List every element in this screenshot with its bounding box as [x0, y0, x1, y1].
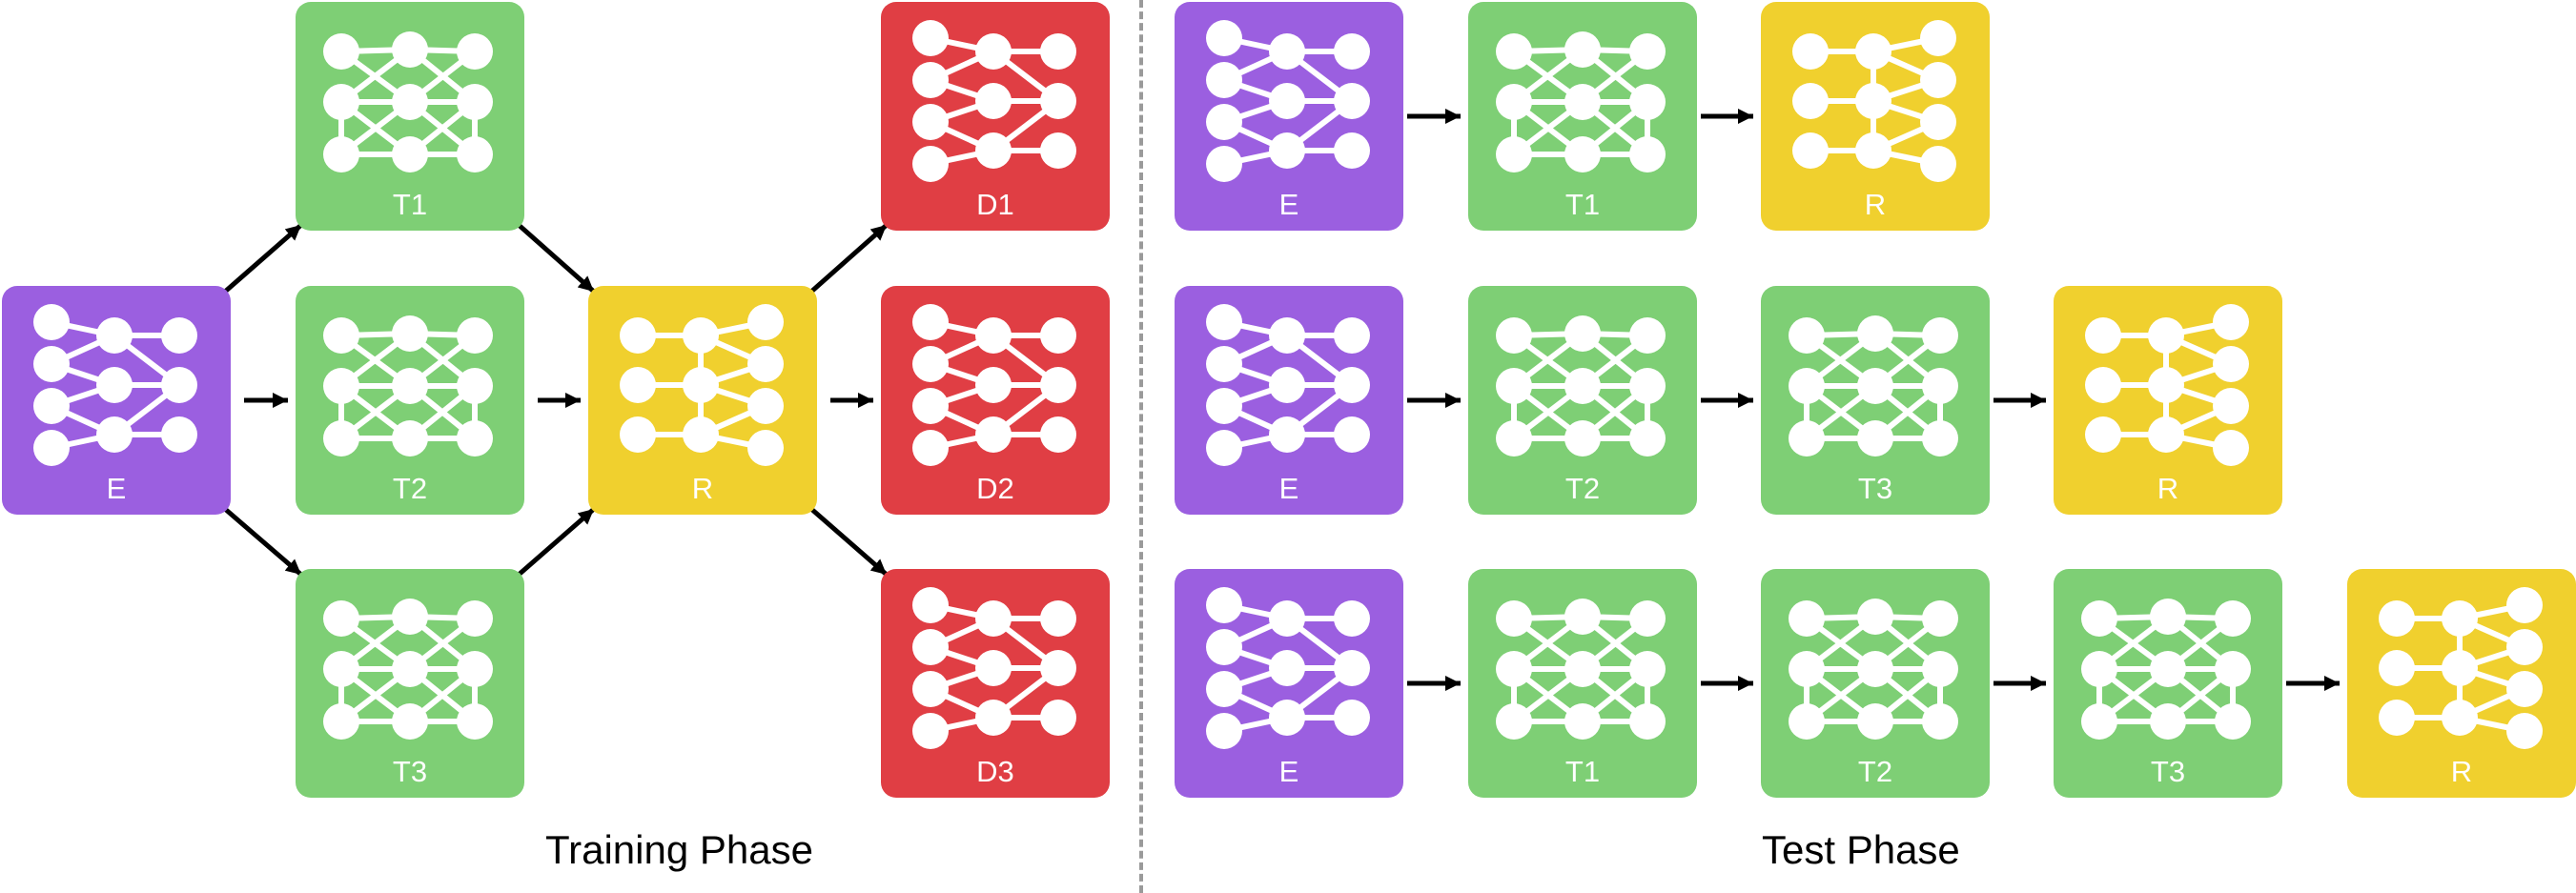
network-icon	[2085, 304, 2249, 466]
network-icon	[2081, 599, 2251, 740]
network-icon	[1792, 20, 1956, 182]
block-label: T1	[1564, 188, 1601, 221]
test-row2-block-e: E	[1175, 286, 1403, 515]
network-icon	[620, 304, 784, 466]
block-label: D1	[976, 188, 1014, 221]
network-icon	[33, 304, 197, 466]
network-icon	[1206, 304, 1370, 466]
test-row1-block-e: E	[1175, 2, 1403, 231]
training-block-d3: D3	[881, 569, 1110, 798]
block-label: D3	[976, 755, 1014, 788]
test-phase-title: Test Phase	[1762, 827, 1960, 872]
network-icon	[2379, 587, 2543, 749]
test-row1-block-r: R	[1761, 2, 1990, 231]
training-block-d1: D1	[881, 2, 1110, 231]
test-row3-block-t3: T3	[2054, 569, 2282, 798]
training-block-r: R	[588, 286, 817, 515]
network-icon	[1789, 315, 1958, 457]
test-row3-block-t1: T1	[1468, 569, 1697, 798]
network-icon	[912, 304, 1076, 466]
arrow-e-to-t3	[223, 507, 303, 577]
network-icon	[1496, 315, 1666, 457]
block-label: T3	[392, 755, 428, 788]
arrow-r-to-d1	[809, 223, 889, 294]
arrow-r-to-d3	[809, 507, 889, 577]
training-phase-title: Training Phase	[545, 827, 813, 872]
network-icon	[1789, 599, 1958, 740]
block-label: D2	[976, 472, 1014, 505]
block-label: E	[1278, 755, 1299, 788]
network-icon	[912, 587, 1076, 749]
block-label: T2	[1564, 472, 1601, 505]
test-row2-block-t3: T3	[1761, 286, 1990, 515]
arrow-t3-to-r	[517, 507, 596, 577]
arrow-t1-to-r	[517, 223, 596, 294]
network-icon	[912, 20, 1076, 182]
test-row2-block-r: R	[2054, 286, 2282, 515]
block-label: R	[691, 472, 714, 505]
block-label: T1	[1564, 755, 1601, 788]
block-label: R	[2157, 472, 2179, 505]
block-label: R	[2450, 755, 2473, 788]
block-label: T2	[1857, 755, 1893, 788]
training-block-d2: D2	[881, 286, 1110, 515]
network-icon	[1206, 20, 1370, 182]
network-icon	[1496, 31, 1666, 173]
network-icon	[323, 599, 493, 740]
test-row3-block-r: R	[2347, 569, 2576, 798]
network-icon	[323, 31, 493, 173]
block-label: T3	[1857, 472, 1893, 505]
block-label: E	[1278, 188, 1299, 221]
arrow-e-to-t1	[223, 223, 303, 294]
training-block-t1: T1	[296, 2, 524, 231]
network-icon	[1496, 599, 1666, 740]
test-row2-block-t2: T2	[1468, 286, 1697, 515]
training-block-t2: T2	[296, 286, 524, 515]
block-label: E	[1278, 472, 1299, 505]
test-row3-block-t2: T2	[1761, 569, 1990, 798]
network-icon	[323, 315, 493, 457]
test-row1-block-t1: T1	[1468, 2, 1697, 231]
test-row3-block-e: E	[1175, 569, 1403, 798]
training-block-t3: T3	[296, 569, 524, 798]
block-label: T2	[392, 472, 428, 505]
phase-divider	[1139, 0, 1143, 893]
block-label: T1	[392, 188, 428, 221]
block-label: T3	[2150, 755, 2186, 788]
training-block-e: E	[2, 286, 231, 515]
block-label: E	[106, 472, 127, 505]
network-icon	[1206, 587, 1370, 749]
block-label: R	[1864, 188, 1887, 221]
